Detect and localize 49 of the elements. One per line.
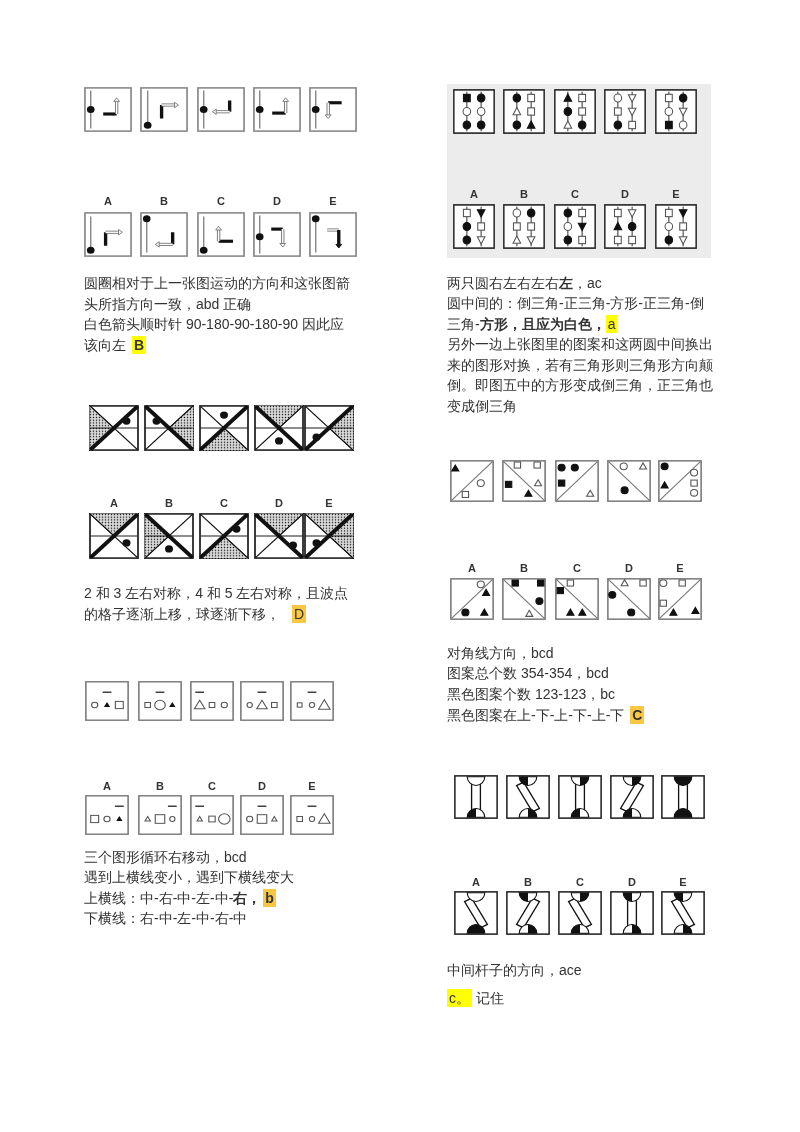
explanation-text: 记住: [476, 990, 504, 1006]
explanation-text: 下横线：右-中-左-中-右-中: [84, 910, 248, 926]
option-letter: A: [472, 877, 480, 888]
explanation-text: 两只圆右左右左右左，ac: [447, 275, 602, 291]
option-letter: E: [308, 781, 316, 792]
option-letter: A: [103, 781, 111, 792]
option-letter: B: [160, 196, 168, 207]
highlighted-answer: b: [263, 889, 276, 907]
explanation-text: 上横线：中-右-中-左-中-右，: [84, 890, 262, 906]
explanation-text: 对角线方向，bcd: [447, 645, 554, 661]
option-letter: C: [571, 189, 579, 200]
option-letter: E: [676, 563, 684, 574]
option-letter: B: [165, 498, 173, 509]
highlighted-answer: c。: [447, 989, 472, 1007]
option-letter: B: [524, 877, 532, 888]
option-letter: C: [220, 498, 228, 509]
explanation-text: 2 和 3 左右对称，4 和 5 左右对称，且波点的格子逐渐上移，球逐渐下移， D: [84, 584, 350, 624]
option-letter: A: [468, 563, 476, 574]
option-letter: B: [156, 781, 164, 792]
explanation-text: 遇到上横线变小，遇到下横线变大: [84, 869, 294, 885]
option-letter: A: [104, 196, 112, 207]
option-letter: D: [621, 189, 629, 200]
option-letter: E: [679, 877, 687, 888]
option-letter: E: [329, 196, 337, 207]
option-letter: C: [576, 877, 584, 888]
option-letter: A: [470, 189, 478, 200]
explanation-text: 三个图形循环右移动，bcd: [84, 849, 247, 865]
option-letter: E: [672, 189, 680, 200]
explanation-text: 白色箭头顺时针 90-180-90-180-90 因此应该向左 B: [84, 315, 345, 355]
option-letter: D: [625, 563, 633, 574]
option-letter: D: [273, 196, 281, 207]
option-letter: D: [258, 781, 266, 792]
option-letter: A: [110, 498, 118, 509]
explanation-text: 中间杆子的方向，ace: [447, 962, 582, 978]
explanation-text: 另外一边上张图里的图案和这两圆中间换出来的图形对换，若有三角形则三角形方向颠倒。即图五中的方形变成倒三角，正三角也变成倒三角: [447, 336, 713, 414]
explanation-text: 圆中间的：倒三角-正三角-方形-正三角-倒三角-方形，且应为白色，a: [447, 294, 705, 334]
option-letter: B: [520, 189, 528, 200]
explanation-text: 圆圈相对于上一张图运动的方向和这张图箭头所指方向一致，abd 正确: [84, 275, 350, 312]
option-letter: C: [217, 196, 225, 207]
option-letter: E: [325, 498, 333, 509]
option-letter: D: [628, 877, 636, 888]
option-letter: C: [208, 781, 216, 792]
option-letter: B: [520, 563, 528, 574]
explanation-text: 黑色图案个数 123-123，bc: [447, 686, 616, 702]
explanation-text: 黑色图案在上-下-上-下-上-下: [447, 707, 625, 723]
explanation-text: 图案总个数 354-354，bcd: [447, 665, 609, 681]
option-letter: C: [573, 563, 581, 574]
highlighted-answer: C: [630, 706, 645, 724]
option-letter: D: [275, 498, 283, 509]
